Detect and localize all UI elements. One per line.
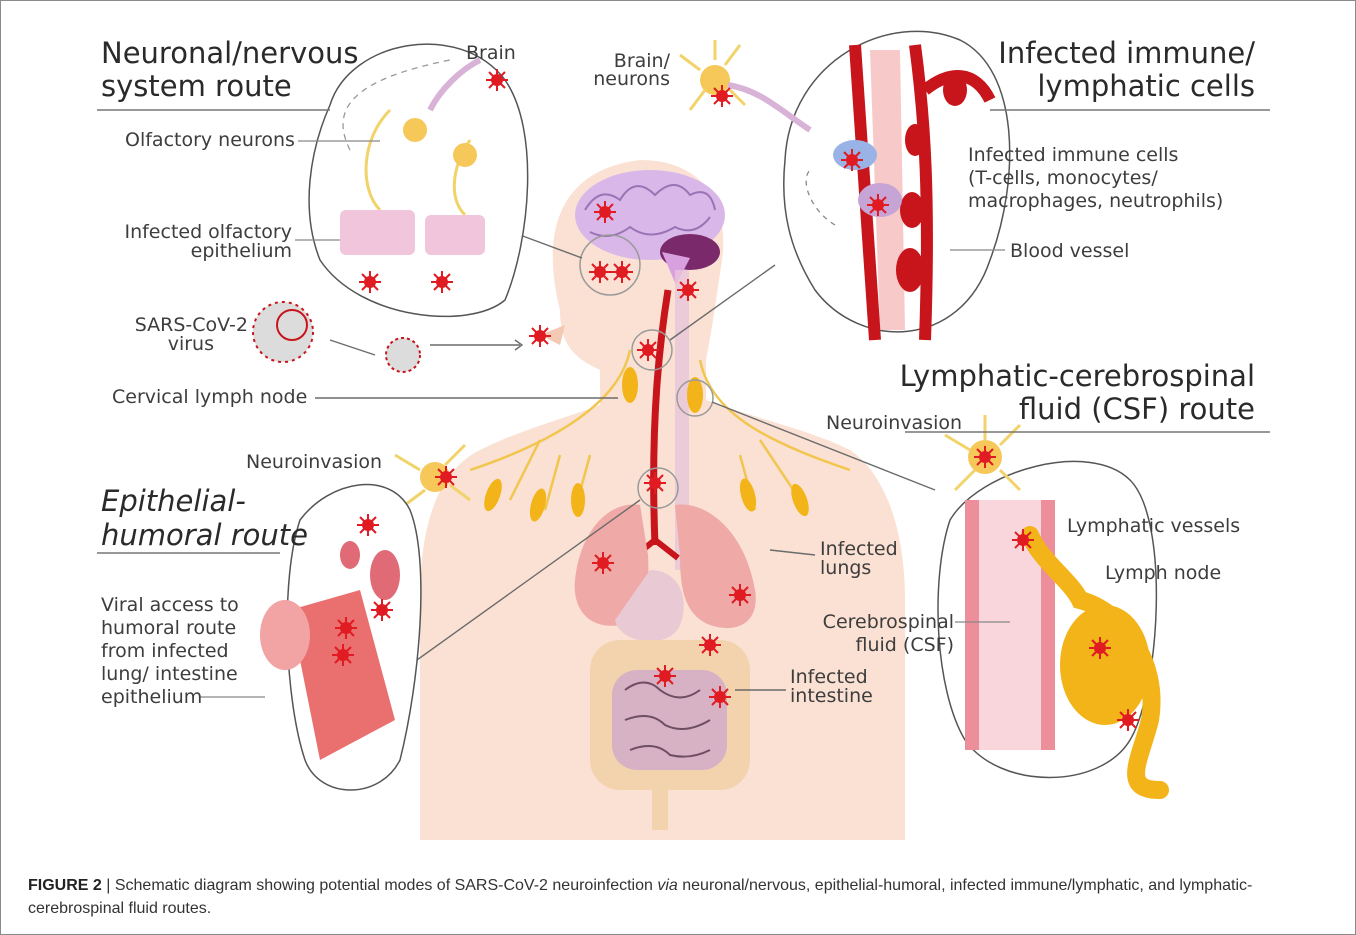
label-viral-access-1: Viral access to [101,594,239,616]
label-olfactory-neurons: Olfactory neurons [125,129,295,151]
label-cervical-lymph-node: Cervical lymph node [112,386,307,408]
label-neuroinvasion-right: Neuroinvasion [826,412,962,434]
caption-figure-label: FIGURE 2 [28,877,102,894]
label-infected-intestine-2: intestine [790,685,873,707]
label-viral-access-5: epithelium [101,686,202,708]
caption-text-italic: via [657,877,677,894]
label-viral-access-3: from infected [101,640,229,662]
immune-title-2: lymphatic cells [960,69,1255,103]
virus-particles [253,302,551,372]
label-blood-vessel: Blood vessel [1010,240,1129,262]
figure-caption: FIGURE 2 | Schematic diagram showing pot… [28,874,1328,920]
label-brain-neurons-2: neurons [560,68,670,90]
label-csf-2: fluid (CSF) [800,634,954,656]
label-immune-cells-3: macrophages, neutrophils) [968,190,1223,212]
immune-title-1: Infected immune/ [960,36,1255,70]
label-immune-cells-2: (T-cells, monocytes/ [968,167,1158,189]
label-neuroinvasion-left: Neuroinvasion [246,451,382,473]
epithelial-title-2: humoral route [101,518,308,552]
brain-neuron [680,40,810,130]
epithelial-title-1: Epithelial- [101,484,246,518]
label-viral-access-2: humoral route [101,617,236,639]
caption-separator: | [102,877,115,894]
csf-route-bubble [938,461,1160,790]
label-csf-1: Cerebrospinal [800,611,954,633]
label-virus-2: virus [110,333,214,355]
label-brain: Brain [466,42,516,64]
label-infected-lungs-2: lungs [820,557,871,579]
neuronal-route-title-2: system route [101,69,292,103]
caption-text-a: Schematic diagram showing potential mode… [115,877,658,894]
csf-title-1: Lymphatic-cerebrospinal [870,359,1255,393]
label-lymph-node: Lymph node [1105,562,1221,584]
label-lymphatic-vessels: Lymphatic vessels [1067,515,1240,537]
label-infected-olfactory-2: epithelium [90,240,292,262]
label-immune-cells-1: Infected immune cells [968,144,1178,166]
label-viral-access-4: lung/ intestine [101,663,238,685]
neuronal-route-bubble [309,44,528,316]
neuronal-route-title-1: Neuronal/nervous [101,36,358,70]
